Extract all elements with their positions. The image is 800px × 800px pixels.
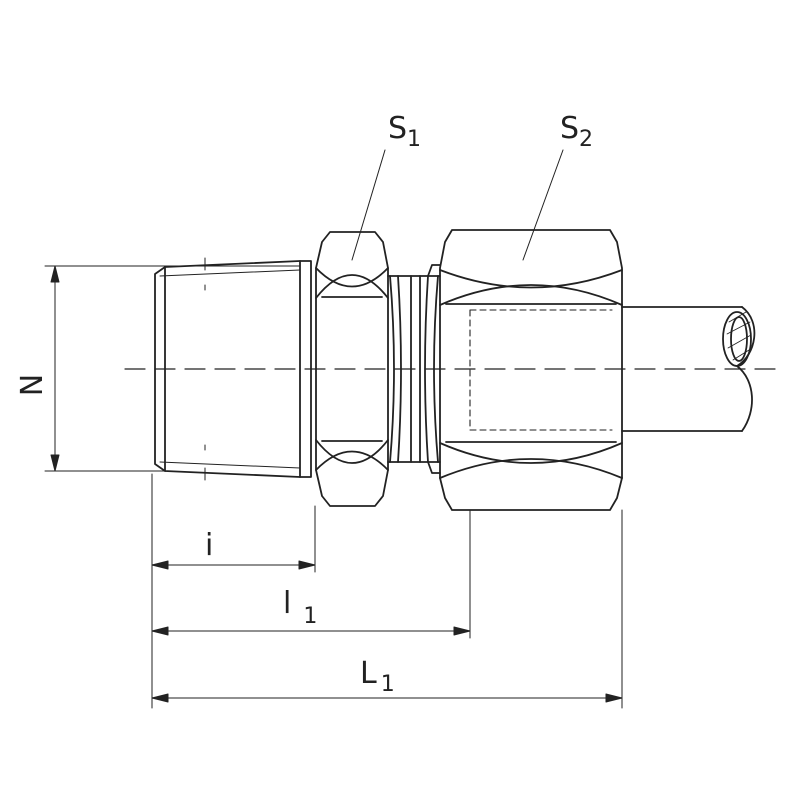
dimension-L1 — [151, 693, 623, 703]
leader-s1 — [351, 149, 386, 261]
label-s1: S1 — [388, 111, 421, 152]
label-n: N — [15, 374, 50, 396]
dimension-n — [44, 265, 301, 472]
dimension-l1 — [151, 626, 471, 636]
dimension-i — [151, 560, 316, 570]
hex-s1 — [315, 231, 389, 507]
neck — [387, 264, 441, 474]
label-s2: S2 — [560, 111, 593, 152]
hex-s2 — [439, 229, 623, 511]
tube — [621, 306, 756, 432]
label-i: i — [205, 528, 213, 563]
threaded-stud — [154, 257, 312, 481]
leader-s2 — [522, 149, 564, 261]
extension-lines — [151, 473, 623, 709]
